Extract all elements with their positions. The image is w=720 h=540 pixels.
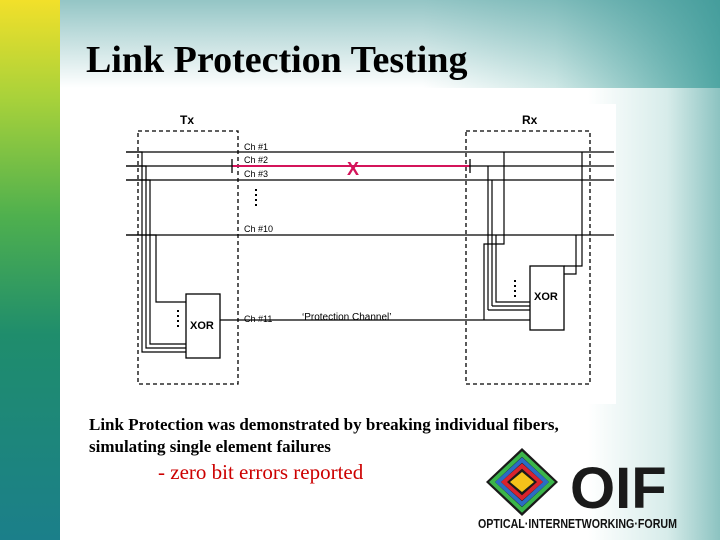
tx-xor-dots <box>177 310 179 327</box>
tx-dashed-box <box>137 130 239 385</box>
fiber-break-mark: X <box>347 159 359 179</box>
tx-xor-box <box>185 293 221 359</box>
body-paragraph: Link Protection was demonstrated by brea… <box>89 414 659 458</box>
rx-xor-box <box>529 265 565 331</box>
diagram-svg: Tx Rx Ch #1 Ch #2 Ch #3 Ch #10 Ch #11 ‘P… <box>126 113 614 385</box>
rx-xor-label: XOR <box>534 291 558 303</box>
oif-logo: OIF <box>486 448 667 521</box>
tx-ellipsis-dots <box>255 189 257 206</box>
rx-label: Rx <box>522 113 538 127</box>
channel-2-label: Ch #2 <box>244 155 268 165</box>
body-line-1: Link Protection was demonstrated by brea… <box>89 415 559 434</box>
oif-logo-letters: OIF <box>570 456 667 521</box>
tx-label: Tx <box>180 113 194 127</box>
link-protection-diagram: Tx Rx Ch #1 Ch #2 Ch #3 Ch #10 Ch #11 ‘P… <box>104 104 616 404</box>
tx-xor-label: XOR <box>190 320 214 332</box>
left-gradient-bar <box>0 0 60 540</box>
top-header-band <box>60 0 720 88</box>
oif-logo-caption: OPTICAL·INTERNETWORKING·FORUM <box>478 516 677 531</box>
result-bullet: - zero bit errors reported <box>158 460 364 484</box>
rx-xor-dots <box>514 280 516 297</box>
channel-3-label: Ch #3 <box>244 169 268 179</box>
channel-10-label: Ch #10 <box>244 224 273 234</box>
protection-channel-label: ‘Protection Channel’ <box>302 312 392 323</box>
rx-feeder-lines <box>483 152 583 321</box>
channel-1-label: Ch #1 <box>244 142 268 152</box>
slide-title: Link Protection Testing <box>86 39 468 81</box>
channel-11-label: Ch #11 <box>244 314 272 324</box>
body-line-2: simulating single element failures <box>89 437 331 456</box>
oif-logo-mark <box>486 448 558 516</box>
tx-feeder-lines <box>126 151 186 353</box>
